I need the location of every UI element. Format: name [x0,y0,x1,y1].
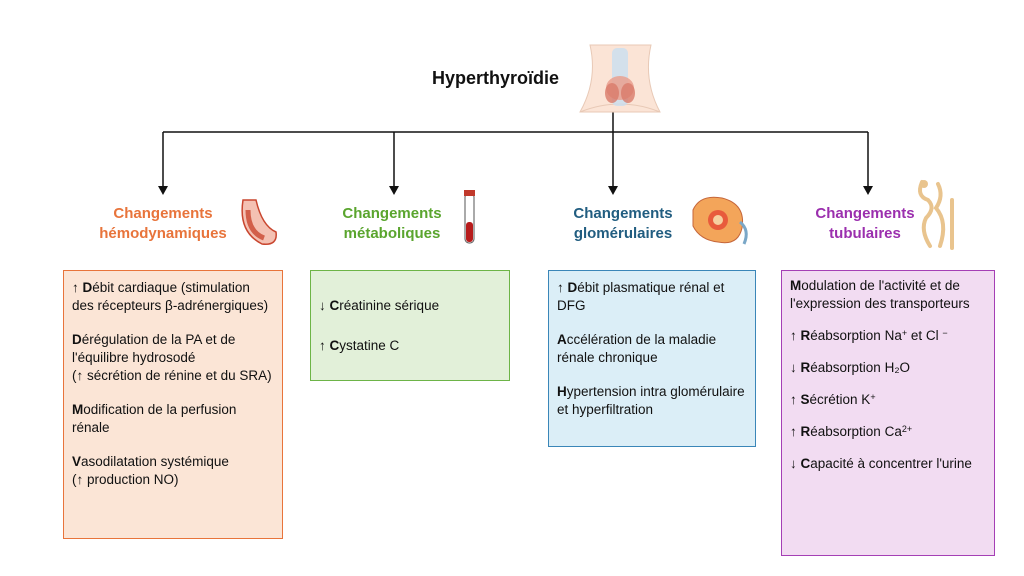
initial-letter: M [790,278,802,293]
category-hemo-line2: hémodynamiques [99,225,227,242]
superscript: + [870,392,876,402]
initial-letter: C [800,456,811,471]
initial-letter: D [567,280,578,295]
item-text: réatinine sérique [339,298,440,313]
item-text: odification de la perfusion rénale [72,402,237,435]
arrow-indicator: ↓ [790,360,801,375]
item-text: ébit plasmatique rénal et DFG [557,280,725,313]
initial-letter: V [72,454,82,469]
category-tub-line2: tubulaires [829,225,901,242]
initial-letter: A [557,332,567,347]
arrow-indicator: ↑ [790,392,801,407]
list-item: ↓ Capacité à concentrer l'urine [790,455,986,473]
item-text: érégulation de la PA et de l'équilibre h… [72,332,236,365]
item-text: asodilatation systémique [81,454,229,469]
item-text: ystatine C [339,338,400,353]
list-item: ↑ Réabsorption Ca2+ [790,423,986,441]
item-text: éabsorption Na [810,328,902,343]
superscript: − [942,328,948,338]
initial-letter: D [72,332,82,347]
list-item: Vasodilatation systémique (↑ production N… [72,453,274,489]
category-glom-line1: Changements [573,205,673,222]
category-tub-line1: Changements [815,205,915,222]
item-text: ccélération de la maladie rénale chroniq… [557,332,717,365]
initial-letter: R [800,360,811,375]
category-metabolic: Changements métaboliques [322,204,462,244]
arrow-indicator: ↓ [319,298,330,313]
arrow-indicator: ↑ [790,328,801,343]
initial-letter: M [72,402,84,417]
category-meta-line1: Changements [342,205,442,222]
list-item: ↑ Débit plasmatique rénal et DFG [557,279,747,315]
category-hemodynamic: Changements hémodynamiques [88,204,238,244]
page-title: Hyperthyroïdie [432,68,560,88]
arrow-hemo [158,186,168,195]
initial-letter: D [82,280,93,295]
item-text: odulation de l'activité et de l'expressi… [790,278,970,311]
item-text: ébit cardiaque (stimulation des récepteu… [72,280,269,313]
list-item: ↑ Réabsorption Na+ et Cl − [790,327,986,345]
list-item: ↓ Réabsorption H₂O [790,359,986,377]
item-extra: (↑ production NO) [72,472,179,487]
item-text: ypertension intra glomérulaire et hyperf… [557,384,745,417]
list-item: Hypertension intra glomérulaire et hyper… [557,383,747,419]
item-text: écrétion K [809,392,871,407]
list-item: ↑ Sécrétion K+ [790,391,986,409]
list-item: Modification de la perfusion rénale [72,401,274,437]
item-text: et Cl [907,328,943,343]
item-extra: (↑ sécrétion de rénine et du SRA) [72,368,272,383]
glomerular-box: ↑ Débit plasmatique rénal et DFG Accéléra… [548,270,756,447]
arrow-indicator: ↑ [790,424,801,439]
list-item: ↑ Cystatine C [319,337,501,355]
arrow-indicator: ↑ [557,280,568,295]
initial-letter: R [800,424,811,439]
item-text: apacité à concentrer l'urine [810,456,972,471]
superscript: + [901,328,908,338]
metabolic-box: ↓ Créatinine sérique ↑ Cystatine C [310,270,510,381]
arrow-glom [608,186,618,195]
superscript: 2+ [901,424,913,434]
category-glom-line2: glomérulaires [573,225,673,242]
list-item: ↑ Débit cardiaque (stimulation des récep… [72,279,274,315]
item-text: éabsorption H₂O [810,360,911,375]
initial-letter: H [557,384,567,399]
list-item: ↓ Créatinine sérique [319,297,501,315]
arrow-tub [863,186,873,195]
item-text: éabsorption Ca [810,424,902,439]
category-glomerular: Changements glomérulaires [558,204,688,244]
category-tubular: Changements tubulaires [800,204,930,244]
list-item: Accélération de la maladie rénale chroni… [557,331,747,367]
arrow-meta [389,186,399,195]
initial-letter: C [329,338,340,353]
list-item: Modulation de l'activité et de l'express… [790,277,986,313]
category-meta-line2: métaboliques [343,225,441,242]
tubular-box: Modulation de l'activité et de l'express… [781,270,995,556]
initial-letter: S [800,392,810,407]
category-hemo-line1: Changements [113,205,213,222]
initial-letter: R [800,328,811,343]
initial-letter: C [329,298,340,313]
arrow-indicator: ↑ [72,280,83,295]
arrow-indicator: ↑ [319,338,330,353]
hemodynamic-box: ↑ Débit cardiaque (stimulation des récep… [63,270,283,539]
list-item: Dérégulation de la PA et de l'équilibre … [72,331,274,385]
arrow-indicator: ↓ [790,456,801,471]
